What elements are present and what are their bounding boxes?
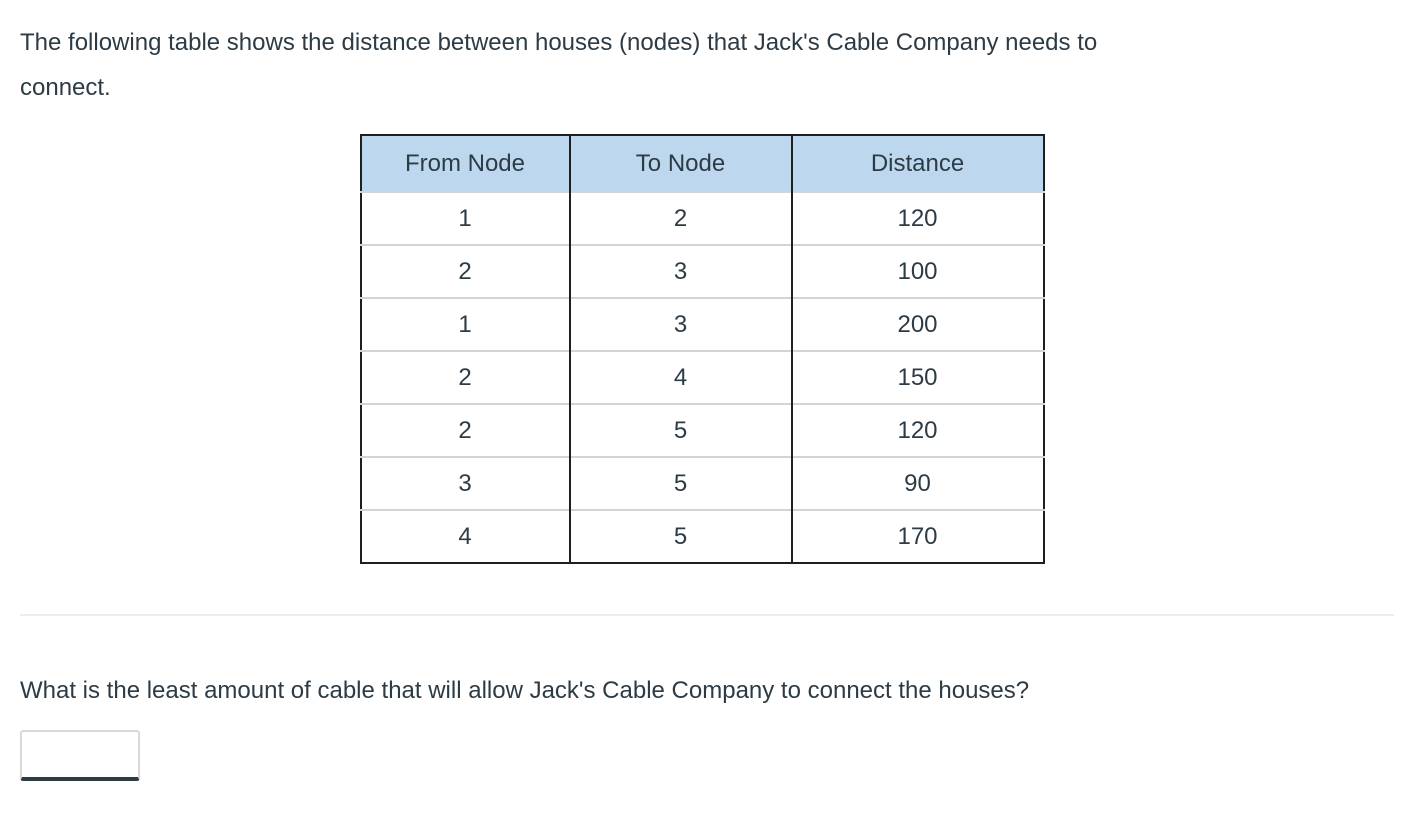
quiz-page: The following table shows the distance b… xyxy=(0,20,1404,840)
table-header-row: From Node To Node Distance xyxy=(360,135,1044,192)
table-cell: 100 xyxy=(790,244,1044,298)
table-cell: 3 xyxy=(360,456,570,510)
intro-line-2: connect. xyxy=(20,74,111,101)
table-cell: 1 xyxy=(360,297,570,351)
header-distance: Distance xyxy=(790,135,1044,192)
table-row: 2 4 150 xyxy=(360,350,1044,404)
table-cell: 5 xyxy=(568,456,792,510)
table-cell: 120 xyxy=(790,403,1044,457)
table-row: 1 3 200 xyxy=(360,297,1044,351)
table-row: 1 2 120 xyxy=(360,191,1044,245)
answer-input[interactable] xyxy=(20,730,140,781)
table-cell: 2 xyxy=(360,350,570,404)
table-cell: 200 xyxy=(790,297,1044,351)
table-cell: 170 xyxy=(790,509,1044,563)
table-cell: 3 xyxy=(568,244,792,298)
intro-paragraph: The following table shows the distance b… xyxy=(20,20,1384,110)
table-cell: 5 xyxy=(568,403,792,457)
intro-line-1: The following table shows the distance b… xyxy=(20,29,1098,56)
header-to-node: To Node xyxy=(568,135,792,192)
header-from-node: From Node xyxy=(360,135,570,192)
section-divider xyxy=(20,614,1394,616)
table-cell: 4 xyxy=(568,350,792,404)
table-cell: 4 xyxy=(360,509,570,563)
table-cell: 2 xyxy=(360,403,570,457)
question-text: What is the least amount of cable that w… xyxy=(20,677,1030,704)
table-cell: 3 xyxy=(568,297,792,351)
table-row: 2 5 120 xyxy=(360,403,1044,457)
table-cell: 2 xyxy=(568,191,792,245)
table-cell: 150 xyxy=(790,350,1044,404)
table-cell: 5 xyxy=(568,509,792,563)
table-cell: 2 xyxy=(360,244,570,298)
table-row: 2 3 100 xyxy=(360,244,1044,298)
table-cell: 1 xyxy=(360,191,570,245)
table-cell: 120 xyxy=(790,191,1044,245)
distance-table: From Node To Node Distance 1 2 120 2 3 1… xyxy=(359,134,1045,564)
table-container: From Node To Node Distance 1 2 120 2 3 1… xyxy=(0,134,1404,564)
table-row: 4 5 170 xyxy=(360,509,1044,563)
table-row: 3 5 90 xyxy=(360,456,1044,510)
table-cell: 90 xyxy=(790,456,1044,510)
